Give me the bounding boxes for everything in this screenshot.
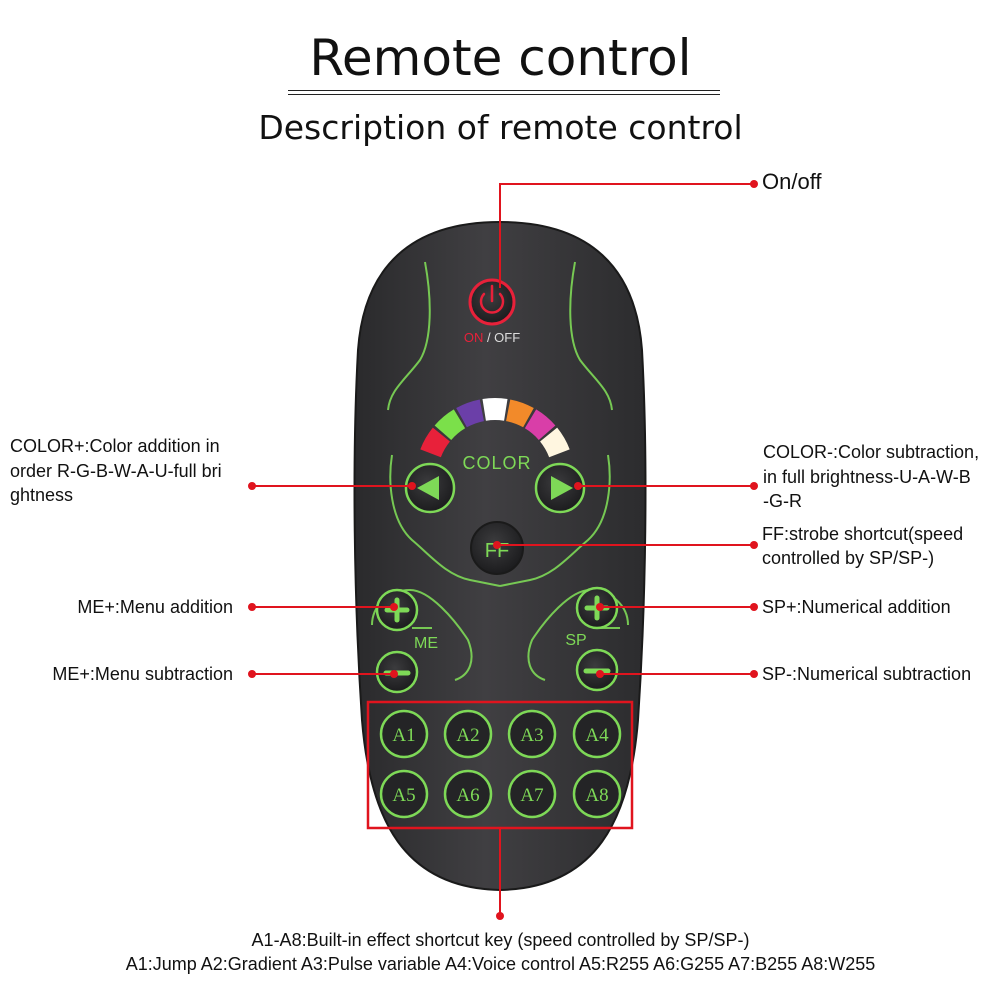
callout-a-keys-line: A1-A8:Built-in effect shortcut key (spee… [251,930,750,950]
effect-key-label: A5 [392,785,415,806]
color-segment [524,409,556,440]
color-segment [506,399,534,428]
effect-key-ring [379,709,429,759]
power-button[interactable] [468,278,516,326]
callout-ff-line: FF:strobe shortcut(speed [762,524,964,544]
effect-key-a7[interactable]: A7 [507,769,557,819]
callout-me-plus: ME+:Menu addition [77,597,233,617]
arrow-left-icon [417,476,439,500]
color-arc [420,398,570,458]
effect-key-ring [572,709,622,759]
effect-key-ring [443,709,493,759]
effect-key-a1[interactable]: A1 [379,709,429,759]
color-segment [456,399,484,428]
effect-key-label: A8 [585,785,608,806]
effect-key-a6[interactable]: A6 [443,769,493,819]
effect-key-ring [507,709,557,759]
color-label: COLOR [462,453,531,473]
power-off-text: OFF [494,330,520,345]
effect-key-ring [379,769,429,819]
effect-key-a5[interactable]: A5 [379,769,429,819]
effect-key-ring [507,769,557,819]
me-plus-button[interactable] [375,588,419,632]
title-rule-bottom [288,94,720,95]
effect-key-ring [572,769,622,819]
effect-key-label: A4 [585,725,609,746]
callout-a-keys-line: A1:Jump A2:Gradient A3:Pulse variable A4… [125,954,876,974]
color-plus-button[interactable] [404,462,456,514]
power-on-text: ON [464,330,484,345]
sp-label: SP [565,632,586,649]
effect-key-a4[interactable]: A4 [572,709,622,759]
power-label: ON / OFF [464,330,520,345]
effect-key-a3[interactable]: A3 [507,709,557,759]
callout-color-plus-line: COLOR+:Color addition in [10,436,220,456]
page-title: Remote control [309,29,692,87]
color-segment [420,427,450,458]
callout-color-minus-line: in full brightness-U-A-W-B [763,467,971,487]
callout-color-minus-line: -G-R [763,491,802,511]
color-segment [540,427,570,458]
callout-color-minus-line: COLOR-:Color subtraction, [763,442,980,462]
effect-key-label: A6 [456,785,479,806]
callout-ff-line: controlled by SP/SP-) [762,548,935,568]
effect-key-a2[interactable]: A2 [443,709,493,759]
effect-key-label: A1 [392,725,415,746]
callout-color-plus-line: order R-G-B-W-A-U-full bri [10,461,222,481]
callout-color-plus-line: ghtness [10,485,74,505]
effect-key-label: A2 [456,725,479,746]
me-label: ME [414,635,438,652]
color-segment [482,398,508,421]
callout-lines [252,183,754,916]
callout-me-minus: ME+:Menu subtraction [52,664,233,684]
color-segment [434,409,466,440]
power-icon [479,284,505,314]
sp-minus-button[interactable] [575,648,619,692]
effect-key-label: A3 [520,725,543,746]
arrow-right-icon [551,476,573,500]
callout-on-off: On/off [762,169,822,194]
effect-key-label: A7 [520,785,543,806]
callout-sp-plus: SP+:Numerical addition [762,597,951,617]
page-subtitle: Description of remote control [258,108,743,147]
effect-key-a8[interactable]: A8 [572,769,622,819]
effect-key-ring [443,769,493,819]
plus-icon [384,597,410,623]
callout-sp-minus: SP-:Numerical subtraction [762,664,972,684]
title-rule-top [288,90,720,91]
power-sep-text: / [483,330,494,345]
color-minus-button[interactable] [534,462,586,514]
callout-dots [248,180,758,920]
